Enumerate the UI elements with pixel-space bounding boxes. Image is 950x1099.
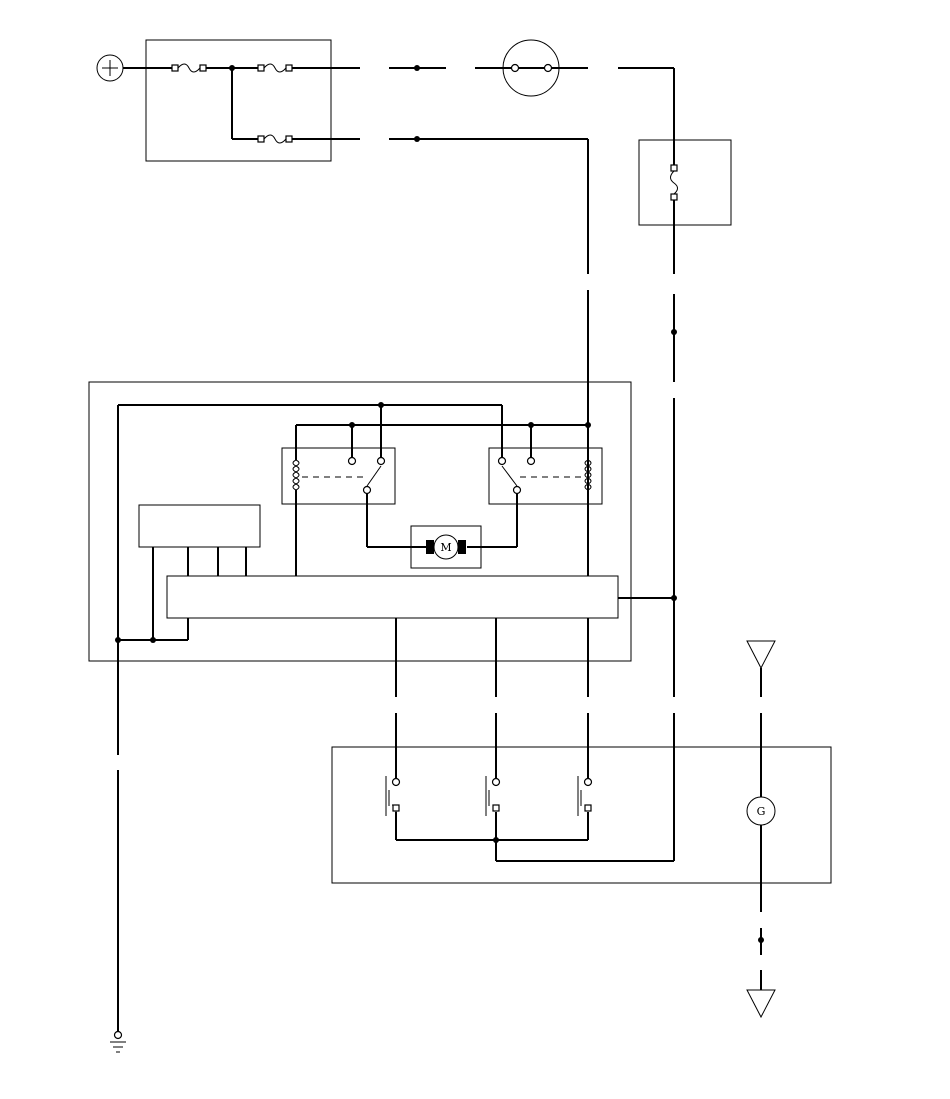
fuse-1-icon xyxy=(171,63,207,73)
top-arrow-icon xyxy=(746,640,776,697)
fuse-4-icon xyxy=(670,164,678,274)
relay-coil-icon xyxy=(584,459,592,491)
right-fuse-box xyxy=(638,139,732,226)
ground-icon xyxy=(110,770,126,1053)
switch-1-icon xyxy=(385,776,401,816)
bottom-break-segment xyxy=(758,928,764,990)
switch-panel-box xyxy=(331,746,832,884)
motor-label: M xyxy=(440,541,451,554)
fuse-2-icon xyxy=(257,63,293,73)
lamp-icon: G xyxy=(746,796,776,826)
top-harness-wires xyxy=(389,65,675,274)
sub-module-box xyxy=(138,504,261,548)
bottom-arrow-icon xyxy=(746,989,776,1019)
fuse-3-icon xyxy=(257,134,293,144)
fuse-main-wiring xyxy=(123,65,360,140)
lamp-label: G xyxy=(757,805,766,818)
relay-1 xyxy=(281,447,396,505)
relay-coil-icon xyxy=(292,459,300,491)
switch-panel-wiring xyxy=(395,713,675,862)
relay-2 xyxy=(488,447,603,505)
connector-circle-icon xyxy=(502,39,560,97)
vertical-break-segments xyxy=(587,290,677,697)
main-module-strip xyxy=(166,575,619,619)
switch-2-icon xyxy=(485,776,501,816)
control-unit-wiring xyxy=(115,383,674,755)
motor-icon: M xyxy=(410,525,482,569)
control-unit-box xyxy=(88,381,632,662)
fuse-box xyxy=(145,39,332,162)
battery-terminal xyxy=(96,54,124,82)
switch-3-icon xyxy=(577,776,593,816)
